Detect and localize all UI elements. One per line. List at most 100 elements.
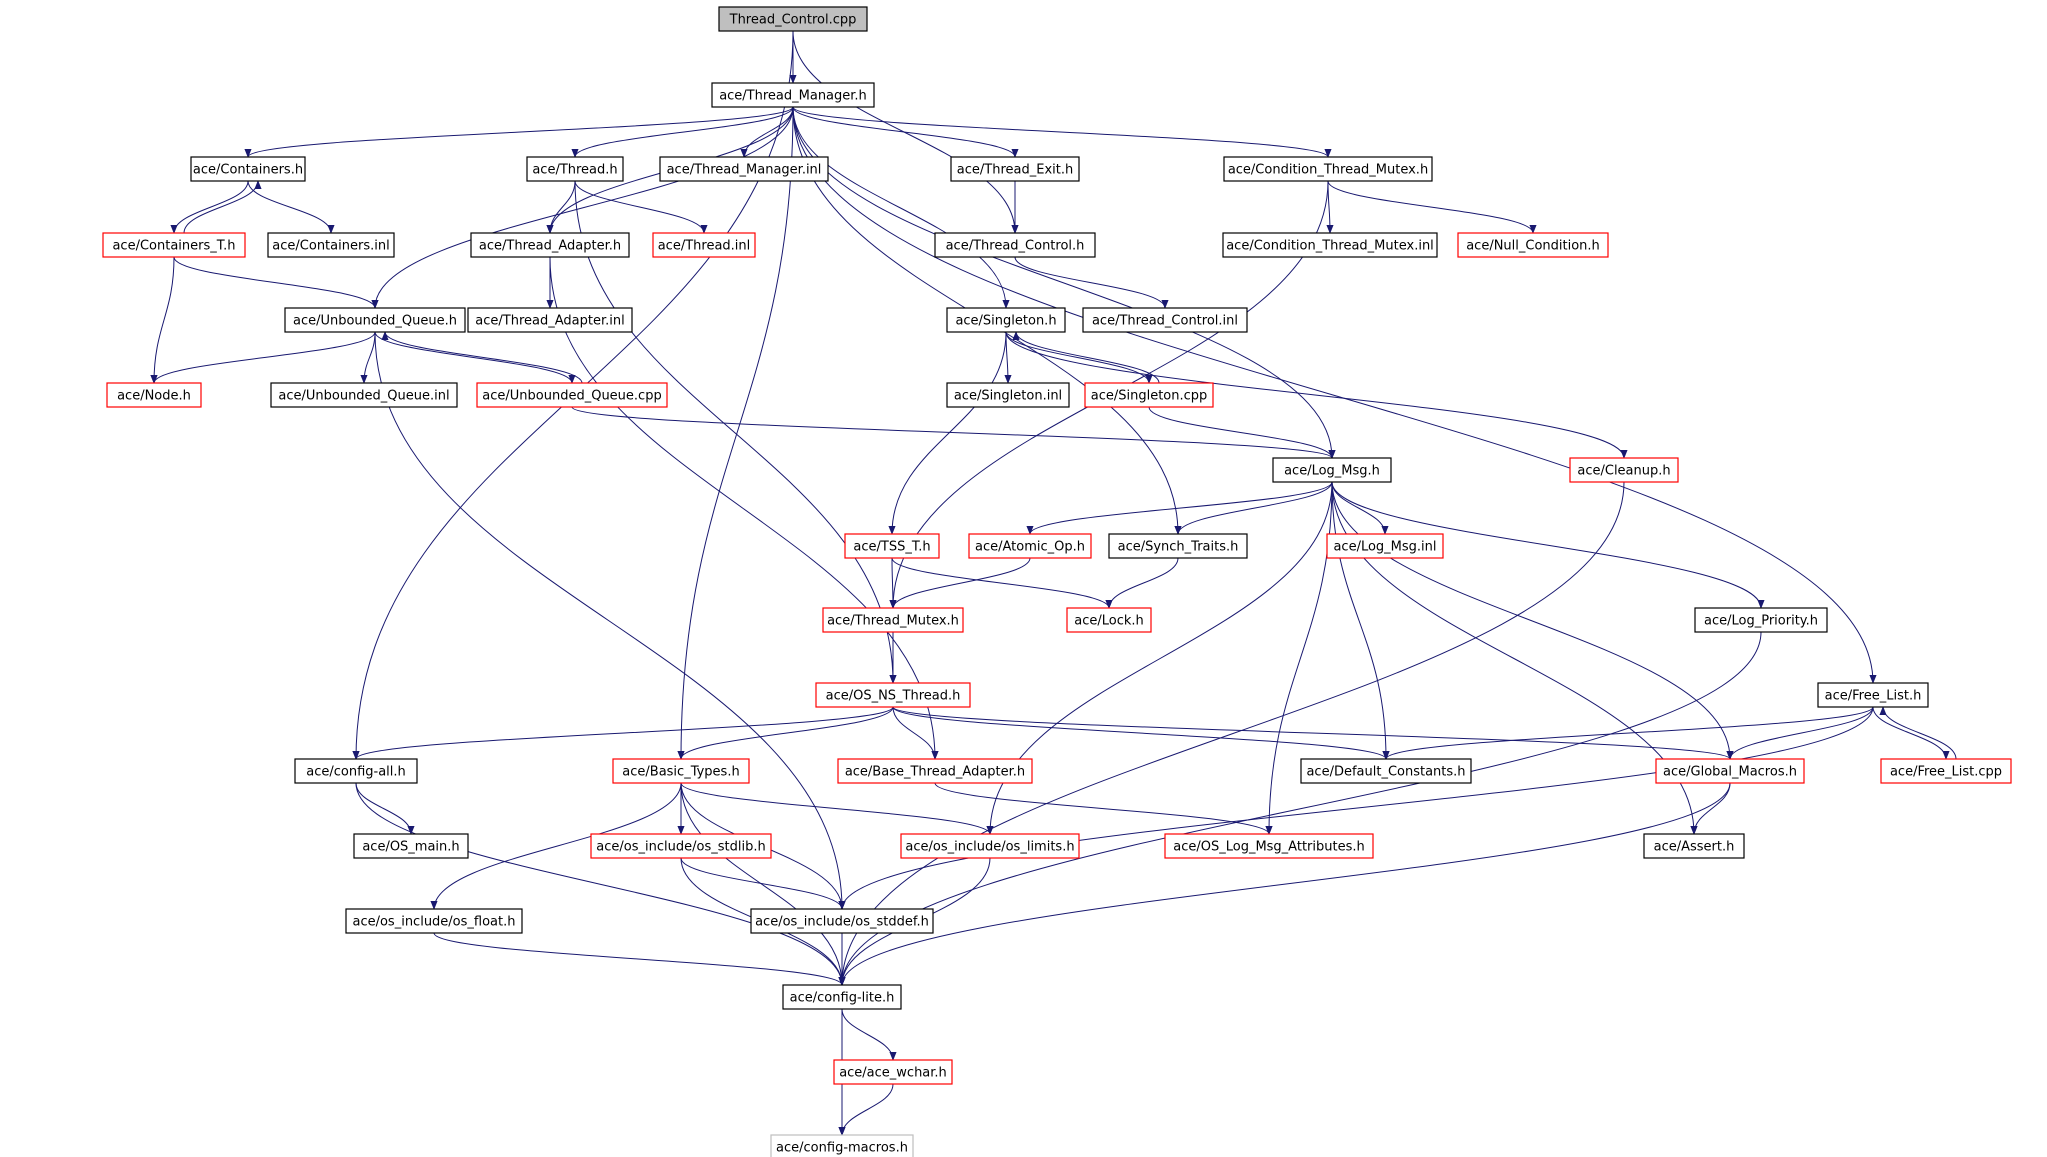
node-os-float-h[interactable]: ace/os_include/os_float.h xyxy=(345,908,523,934)
node-box xyxy=(270,382,458,408)
node-label: ace/Atomic_Op.h xyxy=(975,540,1085,555)
node-condition-thread-mutex-inl[interactable]: ace/Condition_Thread_Mutex.inl xyxy=(1222,232,1438,258)
node-box xyxy=(950,156,1080,182)
node-label: ace/config-macros.h xyxy=(776,1141,908,1156)
edge-config-all-h-to-config-lite-h xyxy=(355,782,846,986)
node-label: ace/Thread_Control.h xyxy=(946,239,1085,254)
edge-os-ns-thread-h-to-config-all-h xyxy=(352,706,894,760)
node-box xyxy=(106,382,202,408)
node-box xyxy=(1300,758,1472,784)
edge-thread-manager-h-to-unbounded-queue-h xyxy=(371,106,794,309)
edge-basic-types-h-to-os-float-h xyxy=(430,782,682,910)
node-containers-inl[interactable]: ace/Containers.inl xyxy=(267,232,395,258)
edge-thread-manager-h-to-containers-h xyxy=(244,106,794,158)
node-log-msg-h[interactable]: ace/Log_Msg.h xyxy=(1272,457,1392,483)
node-free-list-cpp[interactable]: ace/Free_List.cpp xyxy=(1880,758,2012,784)
node-thread-h[interactable]: ace/Thread.h xyxy=(526,156,624,182)
node-os-limits-h[interactable]: ace/os_include/os_limits.h xyxy=(900,833,1080,859)
node-singleton-cpp[interactable]: ace/Singleton.cpp xyxy=(1084,382,1214,408)
node-label: ace/Assert.h xyxy=(1654,840,1735,855)
node-label: ace/Containers.h xyxy=(193,163,303,178)
node-node-h[interactable]: ace/Node.h xyxy=(106,382,202,408)
node-box xyxy=(837,758,1033,784)
node-thread-control-inl[interactable]: ace/Thread_Control.inl xyxy=(1082,307,1248,333)
edge-log-msg-h-to-synch-traits-h xyxy=(1174,481,1333,535)
node-thread-inl[interactable]: ace/Thread.inl xyxy=(652,232,756,258)
node-config-macros-h[interactable]: ace/config-macros.h xyxy=(770,1134,914,1157)
edge-thread-manager-h-to-thread-exit-h xyxy=(792,106,1019,158)
node-box xyxy=(659,156,829,182)
node-global-macros-h[interactable]: ace/Global_Macros.h xyxy=(1655,758,1805,784)
node-ace-wchar-h[interactable]: ace/ace_wchar.h xyxy=(833,1059,953,1085)
node-thread-manager-h[interactable]: ace/Thread_Manager.h xyxy=(711,82,875,108)
node-default-constants-h[interactable]: ace/Default_Constants.h xyxy=(1300,758,1472,784)
node-label: ace/Free_List.h xyxy=(1825,689,1922,704)
node-config-all-h[interactable]: ace/config-all.h xyxy=(294,758,418,784)
edge-ace-wchar-h-to-config-macros-h xyxy=(838,1083,894,1136)
node-lock-h[interactable]: ace/Lock.h xyxy=(1066,607,1152,633)
node-thread-mutex-h[interactable]: ace/Thread_Mutex.h xyxy=(822,607,964,633)
node-assert-h[interactable]: ace/Assert.h xyxy=(1643,833,1745,859)
node-atomic-op-h[interactable]: ace/Atomic_Op.h xyxy=(968,533,1092,559)
node-os-stdlib-h[interactable]: ace/os_include/os_stdlib.h xyxy=(590,833,772,859)
node-thread-adapter-inl[interactable]: ace/Thread_Adapter.inl xyxy=(467,307,633,333)
node-box xyxy=(1326,533,1444,559)
edge-global-macros-h-to-assert-h xyxy=(1690,782,1731,835)
edge-global-macros-h-to-config-lite-h xyxy=(838,782,1731,986)
node-os-log-msg-attributes-h[interactable]: ace/OS_Log_Msg_Attributes.h xyxy=(1164,833,1374,859)
edge-os-float-h-to-config-lite-h xyxy=(433,932,846,986)
node-free-list-h[interactable]: ace/Free_List.h xyxy=(1817,682,1929,708)
node-singleton-h[interactable]: ace/Singleton.h xyxy=(946,307,1066,333)
node-label: ace/Thread.inl xyxy=(658,239,751,254)
edge-containers-t-h-to-node-h xyxy=(150,256,175,384)
node-box xyxy=(526,156,624,182)
node-synch-traits-h[interactable]: ace/Synch_Traits.h xyxy=(1108,533,1248,559)
node-label: ace/Null_Condition.h xyxy=(1466,239,1600,254)
edge-log-msg-h-to-global-macros-h xyxy=(1331,481,1734,760)
edge-unbounded-queue-h-to-unbounded-queue-cpp xyxy=(374,331,576,384)
edge-thread-manager-h-to-thread-h xyxy=(571,106,794,158)
edge-basic-types-h-to-os-limits-h xyxy=(680,782,994,835)
node-label: ace/Unbounded_Queue.h xyxy=(293,314,457,329)
node-label: ace/Global_Macros.h xyxy=(1663,765,1797,780)
node-base-thread-adapter-h[interactable]: ace/Base_Thread_Adapter.h xyxy=(837,758,1033,784)
node-containers-h[interactable]: ace/Containers.h xyxy=(190,156,306,182)
node-null-condition-h[interactable]: ace/Null_Condition.h xyxy=(1457,232,1609,258)
node-os-main-h[interactable]: ace/OS_main.h xyxy=(353,833,469,859)
node-thread-exit-h[interactable]: ace/Thread_Exit.h xyxy=(950,156,1080,182)
node-os-ns-thread-h[interactable]: ace/OS_NS_Thread.h xyxy=(815,682,971,708)
node-basic-types-h[interactable]: ace/Basic_Types.h xyxy=(612,758,750,784)
edge-singleton-h-to-singleton-cpp xyxy=(1005,331,1153,384)
node-label: ace/Cleanup.h xyxy=(1577,464,1670,479)
node-config-lite-h[interactable]: ace/config-lite.h xyxy=(782,984,902,1010)
node-cleanup-h[interactable]: ace/Cleanup.h xyxy=(1569,457,1679,483)
edge-singleton-h-to-cleanup-h xyxy=(1005,331,1628,459)
edge-thread-control-h-to-thread-control-inl xyxy=(1014,256,1169,309)
node-thread-adapter-h[interactable]: ace/Thread_Adapter.h xyxy=(470,232,630,258)
node-thread-control-h[interactable]: ace/Thread_Control.h xyxy=(934,232,1096,258)
node-tss-t-h[interactable]: ace/TSS_T.h xyxy=(844,533,940,559)
node-label: ace/Thread_Adapter.h xyxy=(479,239,621,254)
node-singleton-inl[interactable]: ace/Singleton.inl xyxy=(946,382,1070,408)
node-box xyxy=(822,607,964,633)
node-unbounded-queue-h[interactable]: ace/Unbounded_Queue.h xyxy=(284,307,466,333)
node-box xyxy=(833,1059,953,1085)
node-log-msg-inl[interactable]: ace/Log_Msg.inl xyxy=(1326,533,1444,559)
edge-containers-h-to-containers-t-h xyxy=(170,180,249,234)
node-unbounded-queue-cpp[interactable]: ace/Unbounded_Queue.cpp xyxy=(476,382,668,408)
node-thread-control-cpp[interactable]: Thread_Control.cpp xyxy=(718,6,868,32)
node-box xyxy=(353,833,469,859)
node-unbounded-queue-inl[interactable]: ace/Unbounded_Queue.inl xyxy=(270,382,458,408)
node-box xyxy=(476,382,668,408)
node-box xyxy=(946,307,1066,333)
node-label: ace/Node.h xyxy=(117,389,191,404)
edge-thread-manager-h-to-singleton-h xyxy=(792,106,1010,309)
node-os-stddef-h[interactable]: ace/os_include/os_stddef.h xyxy=(750,908,934,934)
node-label: ace/TSS_T.h xyxy=(853,540,930,555)
node-thread-manager-inl[interactable]: ace/Thread_Manager.inl xyxy=(659,156,829,182)
node-log-priority-h[interactable]: ace/Log_Priority.h xyxy=(1694,607,1828,633)
edge-os-ns-thread-h-to-basic-types-h xyxy=(677,706,894,760)
node-condition-thread-mutex-h[interactable]: ace/Condition_Thread_Mutex.h xyxy=(1223,156,1433,182)
node-containers-t-h[interactable]: ace/Containers_T.h xyxy=(102,232,246,258)
edge-free-list-h-to-default-constants-h xyxy=(1382,706,1874,760)
